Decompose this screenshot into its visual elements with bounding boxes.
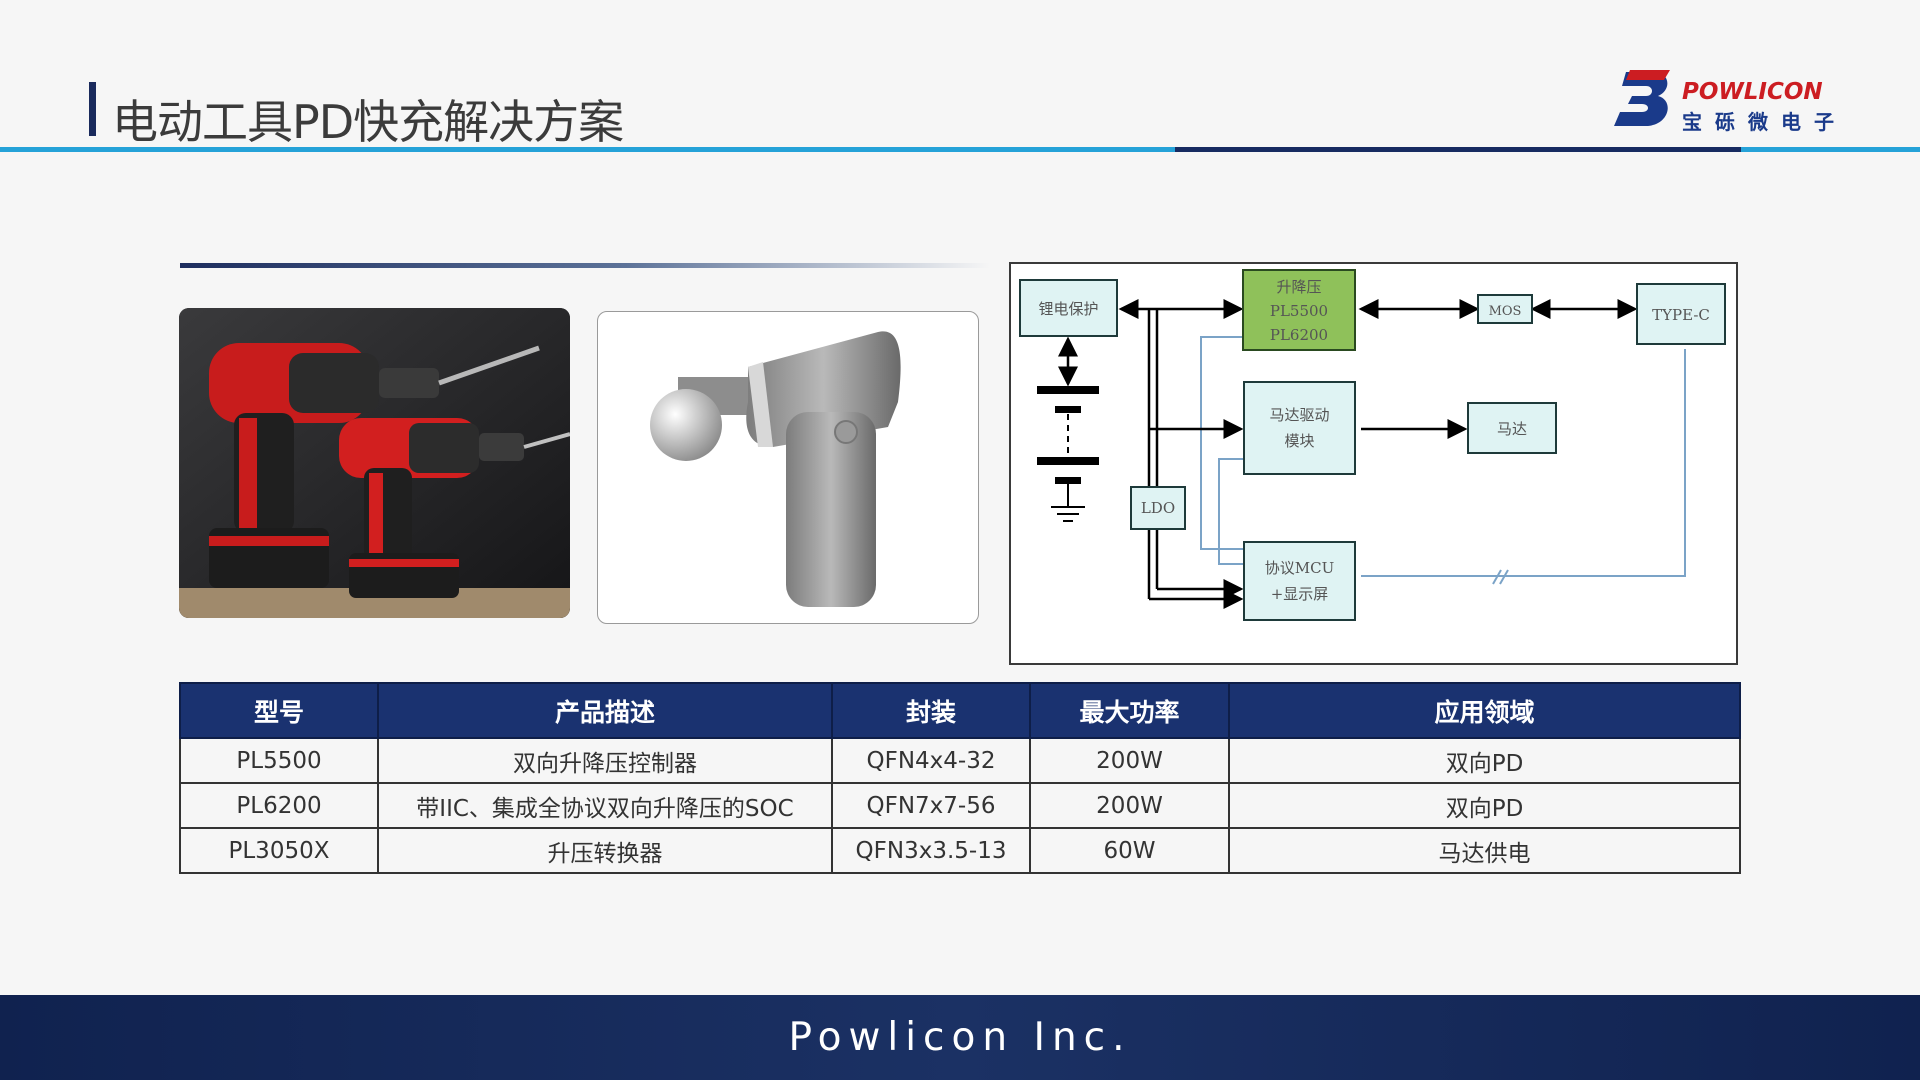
footer-band: Powlicon Inc. — [0, 995, 1920, 1080]
block-diagram-canvas: 锂电保护 升降压 PL5500 PL6200 MOS TYPE-C 马达驱动 模… — [1019, 269, 1726, 621]
section-gradient-rule — [180, 263, 990, 268]
block-battery-protection — [1019, 279, 1118, 337]
header-application: 应用领域 — [1228, 682, 1741, 739]
page-title: 电动工具PD快充解决方案 — [112, 95, 624, 149]
cell-application: 双向PD — [1228, 782, 1741, 829]
label-mcu-2: +显示屏 — [1271, 585, 1329, 603]
product-spec-table: 型号 产品描述 封装 最大功率 应用领域 PL5500 双向升降压控制器 QFN… — [179, 682, 1741, 874]
title-accent-bar — [89, 82, 96, 136]
cell-max-power: 200W — [1029, 737, 1230, 784]
power-drill-icon — [179, 308, 570, 618]
table-header-row: 型号 产品描述 封装 最大功率 应用领域 — [179, 682, 1741, 739]
logo-english-name: POWLICON — [1682, 79, 1823, 105]
cell-max-power: 60W — [1029, 827, 1230, 874]
cell-description: 升压转换器 — [377, 827, 833, 874]
block-mcu-display — [1243, 541, 1356, 621]
label-buck-boost-2: PL5500 — [1270, 302, 1328, 320]
block-motor — [1467, 402, 1557, 454]
cell-package: QFN3x3.5-13 — [831, 827, 1031, 874]
label-buck-boost-3: PL6200 — [1270, 326, 1328, 344]
cell-application: 双向PD — [1228, 737, 1741, 784]
block-ldo — [1130, 486, 1186, 530]
cell-description: 带IIC、集成全协议双向升降压的SOC — [377, 782, 833, 829]
cell-max-power: 200W — [1029, 782, 1230, 829]
block-typec — [1636, 283, 1726, 345]
block-buck-boost — [1242, 269, 1356, 351]
label-mos: MOS — [1489, 304, 1522, 319]
cell-model: PL3050X — [179, 827, 379, 874]
label-motor: 马达 — [1497, 420, 1527, 438]
table-row: PL6200 带IIC、集成全协议双向升降压的SOC QFN7x7-56 200… — [179, 782, 1741, 829]
header-model: 型号 — [179, 682, 379, 739]
label-motor-driver-1: 马达驱动 — [1269, 406, 1329, 424]
logo-b-icon — [1614, 70, 1670, 126]
cell-application: 马达供电 — [1228, 827, 1741, 874]
label-buck-boost-1: 升降压 — [1276, 278, 1321, 296]
company-logo: POWLICON 宝砾微电子 — [1612, 68, 1848, 134]
block-mos — [1477, 294, 1533, 324]
header-max-power: 最大功率 — [1029, 682, 1230, 739]
cell-package: QFN4x4-32 — [831, 737, 1031, 784]
cell-package: QFN7x7-56 — [831, 782, 1031, 829]
cell-model: PL6200 — [179, 782, 379, 829]
cell-description: 双向升降压控制器 — [377, 737, 833, 784]
footer-company-name: Powlicon Inc. — [788, 1015, 1132, 1060]
block-diagram: 锂电保护 升降压 PL5500 PL6200 MOS TYPE-C 马达驱动 模… — [1009, 262, 1738, 665]
logo-chinese-name: 宝砾微电子 — [1682, 110, 1847, 134]
label-battery-protection: 锂电保护 — [1038, 300, 1098, 318]
header-rule-light — [0, 147, 1175, 152]
label-motor-driver-2: 模块 — [1284, 432, 1314, 450]
header-package: 封装 — [831, 682, 1031, 739]
header-rule-light-end — [1741, 147, 1920, 152]
label-typec: TYPE-C — [1652, 306, 1710, 324]
header-rule-dark — [1175, 147, 1741, 152]
label-mcu-1: 协议MCU — [1265, 559, 1334, 577]
massage-gun-icon — [650, 331, 901, 607]
block-motor-driver — [1243, 381, 1356, 475]
table-row: PL5500 双向升降压控制器 QFN4x4-32 200W 双向PD — [179, 737, 1741, 784]
power-drill-photo — [179, 308, 570, 618]
header-description: 产品描述 — [377, 682, 833, 739]
table-row: PL3050X 升压转换器 QFN3x3.5-13 60W 马达供电 — [179, 827, 1741, 874]
massage-gun-photo — [597, 311, 979, 624]
label-ldo: LDO — [1141, 499, 1175, 517]
cell-model: PL5500 — [179, 737, 379, 784]
